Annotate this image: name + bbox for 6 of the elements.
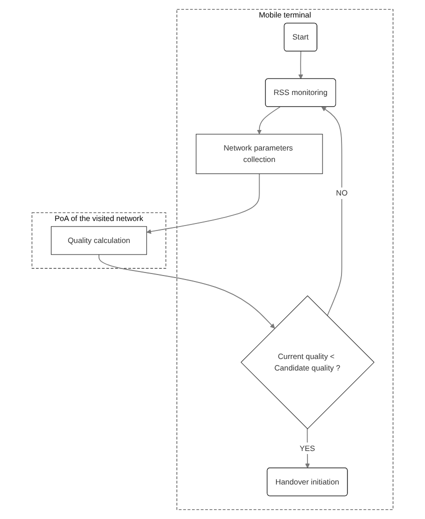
arrow [256,106,280,134]
arrow [305,428,310,468]
arrow [321,106,342,316]
arrow [298,51,304,80]
arrow [146,173,260,234]
arrow [98,254,275,329]
